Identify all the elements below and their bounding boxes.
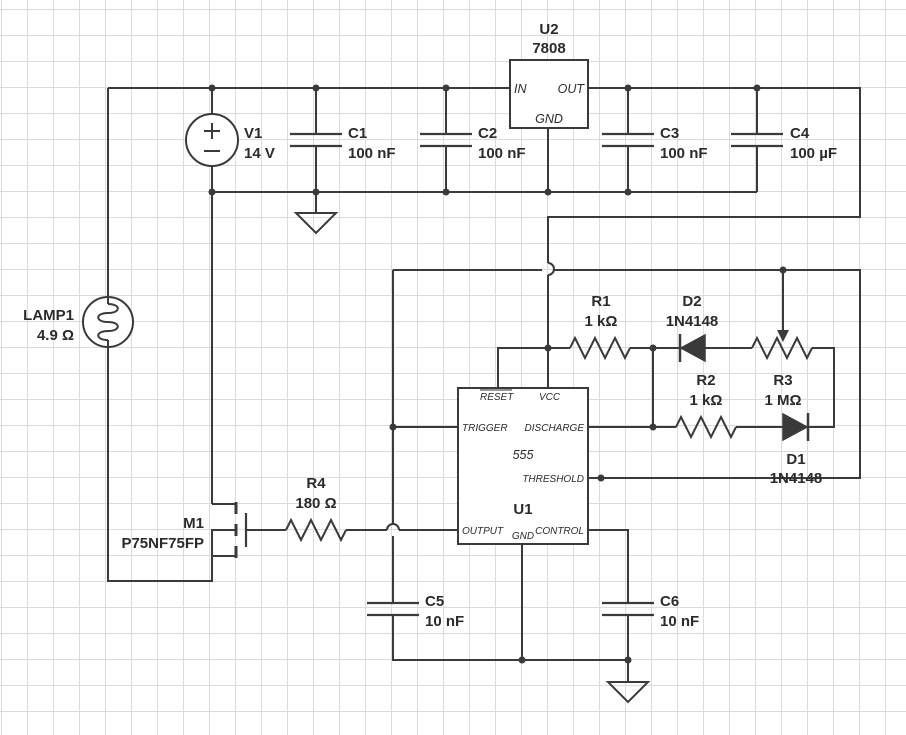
u2-value: 7808 <box>532 40 565 57</box>
capacitor-c5[interactable]: C5 10 nF <box>367 593 464 630</box>
u1-pin-threshold: THRESHOLD <box>522 474 584 485</box>
lamp-lamp1[interactable]: LAMP1 4.9 Ω <box>23 296 134 348</box>
c4-value: 100 µF <box>790 145 837 162</box>
d1-value: 1N4148 <box>770 470 823 487</box>
c3-ref: C3 <box>660 125 679 142</box>
u1-pin-output: OUTPUT <box>462 526 504 537</box>
u1-pin-reset: RESET <box>480 392 514 403</box>
c1-ref: C1 <box>348 125 367 142</box>
capacitor-c1[interactable]: C1 100 nF <box>290 125 396 162</box>
r3-value: 1 MΩ <box>764 392 801 409</box>
u1-ref: U1 <box>513 501 532 518</box>
c2-ref: C2 <box>478 125 497 142</box>
ground-icon <box>605 681 651 704</box>
r4-ref: R4 <box>306 475 326 492</box>
capacitor-c4[interactable]: C4 100 µF <box>731 125 837 162</box>
r2-value: 1 kΩ <box>690 392 723 409</box>
regulator-u2[interactable]: IN OUT GND U2 7808 <box>509 21 589 129</box>
capacitor-c6[interactable]: C6 10 nF <box>602 593 699 630</box>
u2-ref: U2 <box>539 21 558 38</box>
resistor-r2[interactable]: R2 1 kΩ <box>675 372 737 440</box>
capacitor-c3[interactable]: C3 100 nF <box>602 125 708 162</box>
u1-pin-vcc: VCC <box>539 392 561 403</box>
c5-ref: C5 <box>425 593 444 610</box>
c4-ref: C4 <box>790 125 810 142</box>
v1-value: 14 V <box>244 145 275 162</box>
u2-pin-out: OUT <box>558 82 586 96</box>
c6-value: 10 nF <box>660 613 699 630</box>
d1-ref: D1 <box>786 451 805 468</box>
diode-d1[interactable]: D1 1N4148 <box>770 412 823 487</box>
v1-ref: V1 <box>244 125 262 142</box>
r1-value: 1 kΩ <box>585 313 618 330</box>
lamp1-value: 4.9 Ω <box>37 327 74 344</box>
voltage-source-v1[interactable]: V1 14 V <box>185 113 275 167</box>
u2-pin-gnd: GND <box>535 112 563 126</box>
resistor-r4[interactable]: R4 180 Ω <box>285 475 347 543</box>
capacitor-c2[interactable]: C2 100 nF <box>420 125 526 162</box>
c2-value: 100 nF <box>478 145 526 162</box>
ground-icon <box>293 212 339 235</box>
m1-value: P75NF75FP <box>121 535 204 552</box>
u1-pin-trigger: TRIGGER <box>462 423 508 434</box>
c1-value: 100 nF <box>348 145 396 162</box>
timer-ic-u1[interactable]: RESET VCC TRIGGER DISCHARGE 555 THRESHOL… <box>457 387 589 545</box>
potentiometer-r3[interactable]: R3 1 MΩ <box>751 330 813 409</box>
r3-ref: R3 <box>773 372 792 389</box>
m1-ref: M1 <box>183 515 204 532</box>
c6-ref: C6 <box>660 593 679 610</box>
u1-pin-discharge: DISCHARGE <box>525 423 585 434</box>
wire-crossing-hop <box>386 523 400 531</box>
c3-value: 100 nF <box>660 145 708 162</box>
r2-ref: R2 <box>696 372 715 389</box>
wires <box>107 87 861 682</box>
r1-ref: R1 <box>591 293 610 310</box>
d2-ref: D2 <box>682 293 701 310</box>
u2-pin-in: IN <box>514 82 527 96</box>
lamp1-ref: LAMP1 <box>23 307 74 324</box>
diode-d2[interactable]: D2 1N4148 <box>666 293 719 363</box>
mosfet-m1[interactable]: M1 P75NF75FP <box>121 502 248 559</box>
d2-value: 1N4148 <box>666 313 719 330</box>
resistor-r1[interactable]: R1 1 kΩ <box>569 293 631 361</box>
u1-pin-control: CONTROL <box>535 526 584 537</box>
u1-pin-gnd: GND <box>512 531 534 542</box>
c5-value: 10 nF <box>425 613 464 630</box>
r4-value: 180 Ω <box>295 495 336 512</box>
u1-value: 555 <box>513 448 534 462</box>
junction-dots <box>208 84 787 664</box>
